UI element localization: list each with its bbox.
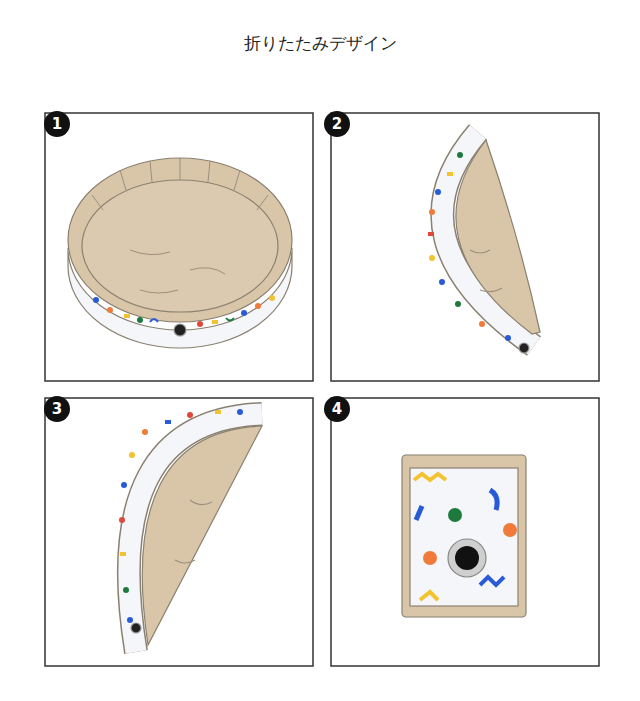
illustration-part [420, 592, 438, 600]
illustration-part [137, 317, 143, 323]
illustration-part [423, 551, 437, 565]
illustration-part [68, 158, 292, 322]
illustration-part [124, 314, 130, 318]
illustration-part [212, 320, 218, 324]
illustration-part [241, 310, 247, 316]
illustration-part [226, 318, 234, 321]
illustration-part [175, 500, 212, 563]
illustration-part [402, 455, 526, 617]
illustration-part [150, 161, 152, 182]
illustration-part [447, 172, 453, 176]
illustration-part [456, 140, 540, 334]
illustration-part [255, 303, 261, 309]
illustration-part [479, 321, 485, 327]
illustration-part [129, 414, 262, 652]
illustration-part [416, 506, 422, 520]
illustration-part [129, 414, 262, 652]
illustration-part [180, 158, 181, 180]
illustration-part [131, 623, 141, 633]
illustration-part [448, 539, 486, 577]
illustration-part [197, 321, 203, 327]
illustration-part [121, 482, 127, 488]
illustration-part [503, 523, 517, 537]
illustration-part [505, 335, 511, 341]
illustration-part [331, 398, 599, 666]
illustration-part [92, 195, 103, 210]
illustration-part [215, 410, 221, 414]
illustration-part [470, 250, 502, 292]
quarter-folded-bed [119, 409, 262, 652]
illustration-part [142, 429, 148, 435]
illustration-part [428, 232, 434, 236]
illustration-part [123, 587, 129, 593]
illustration-part [257, 195, 268, 210]
illustration-part [439, 279, 445, 285]
illustration-part [92, 158, 268, 293]
illustration-part [107, 307, 113, 313]
illustration-part [129, 452, 135, 458]
illustration-part [237, 409, 243, 415]
illustration-part [208, 161, 210, 182]
illustration-part [331, 113, 599, 381]
callout-number: 2 [324, 111, 350, 137]
illustration-part [428, 152, 511, 341]
open-bed [68, 158, 292, 348]
illustration-part [120, 170, 126, 190]
illustration-part [490, 490, 497, 510]
illustration-part [414, 474, 446, 480]
illustration-part [457, 152, 463, 158]
illustration-part [435, 189, 441, 195]
illustration-part [455, 546, 479, 570]
illustration-part [93, 295, 275, 327]
illustration-part [142, 426, 262, 645]
illustration-part [429, 255, 435, 261]
folded-block [402, 455, 526, 617]
illustration-part [127, 617, 133, 623]
callout-number: 3 [44, 396, 70, 422]
illustration-part [519, 343, 529, 353]
callout-number: 1 [44, 111, 70, 137]
illustration-part [45, 113, 313, 381]
illustration-part [120, 552, 126, 556]
illustration-part [448, 508, 462, 522]
illustration-part [174, 324, 186, 336]
illustration-part [455, 301, 461, 307]
illustration-part [234, 170, 240, 190]
illustration-part [45, 398, 313, 666]
illustration-part [410, 468, 518, 606]
half-folded-bed [428, 132, 540, 353]
illustration-part [150, 319, 158, 322]
illustration-part [187, 412, 193, 418]
illustration-part [93, 297, 99, 303]
illustration-part [165, 420, 171, 424]
illustration-part [119, 409, 243, 623]
illustration-part [130, 250, 225, 293]
illustration-part [429, 209, 435, 215]
illustration-part [480, 577, 504, 585]
illustration-part [82, 180, 278, 312]
diagram-title: 折りたたみデザイン [0, 32, 640, 55]
illustration-part [269, 295, 275, 301]
illustration-part [119, 517, 125, 523]
panel-frames [45, 113, 599, 666]
callout-number: 4 [324, 396, 350, 422]
